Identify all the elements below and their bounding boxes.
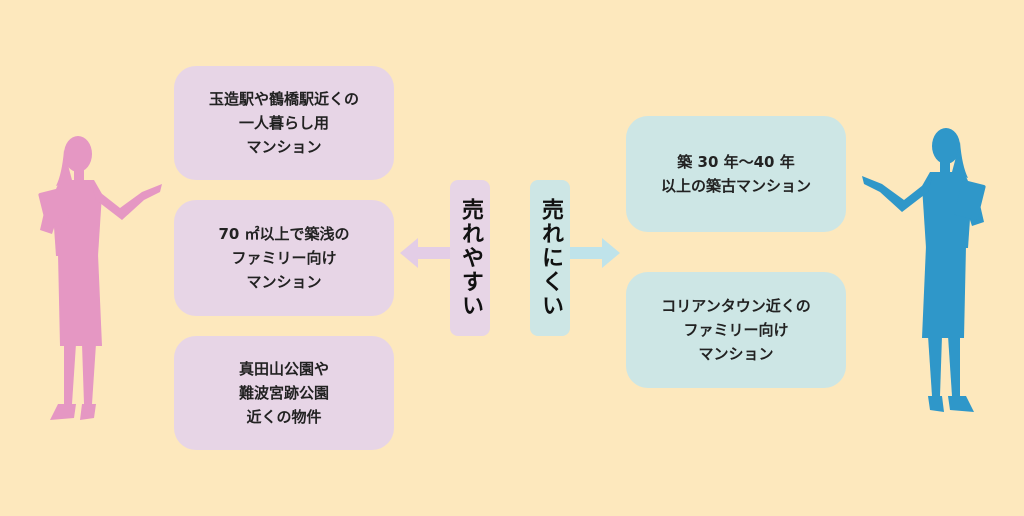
- item-line: 築 30 年〜40 年: [677, 153, 795, 171]
- sell-hard-label-text: 売れにくい: [538, 198, 563, 318]
- item-line: 70 ㎡以上で築浅の: [218, 225, 350, 243]
- item-line: マンション: [246, 138, 322, 156]
- sell-hard-label: 売れにくい: [530, 180, 570, 336]
- woman-left-icon: [38, 136, 162, 420]
- item-line: 玉造駅や鶴橋駅近くの: [208, 90, 359, 108]
- item-line: ファミリー向け: [683, 321, 789, 339]
- arrow-left-icon: [400, 238, 450, 268]
- woman-right-icon: [862, 128, 986, 412]
- sell-easy-item-3: 真田山公園や 難波宮跡公園 近くの物件: [174, 336, 394, 450]
- sell-easy-item-2: 70 ㎡以上で築浅の ファミリー向け マンション: [174, 200, 394, 316]
- item-line: コリアンタウン近くの: [661, 297, 811, 315]
- item-line: 近くの物件: [246, 408, 322, 426]
- sell-hard-item-1: 築 30 年〜40 年 以上の築古マンション: [626, 116, 846, 232]
- sell-hard-item-2: コリアンタウン近くの ファミリー向け マンション: [626, 272, 846, 388]
- item-line: マンション: [246, 273, 322, 291]
- item-line: 以上の築古マンション: [660, 177, 811, 195]
- sell-easy-item-1: 玉造駅や鶴橋駅近くの 一人暮らし用 マンション: [174, 66, 394, 180]
- sell-easy-label: 売れやすい: [450, 180, 490, 336]
- item-line: 難波宮跡公園: [238, 384, 329, 402]
- item-line: ファミリー向け: [231, 249, 337, 267]
- sell-easy-label-text: 売れやすい: [458, 198, 483, 318]
- item-line: 真田山公園や: [238, 360, 329, 378]
- arrow-right-icon: [570, 238, 620, 268]
- item-line: 一人暮らし用: [238, 114, 329, 132]
- item-line: マンション: [698, 345, 774, 363]
